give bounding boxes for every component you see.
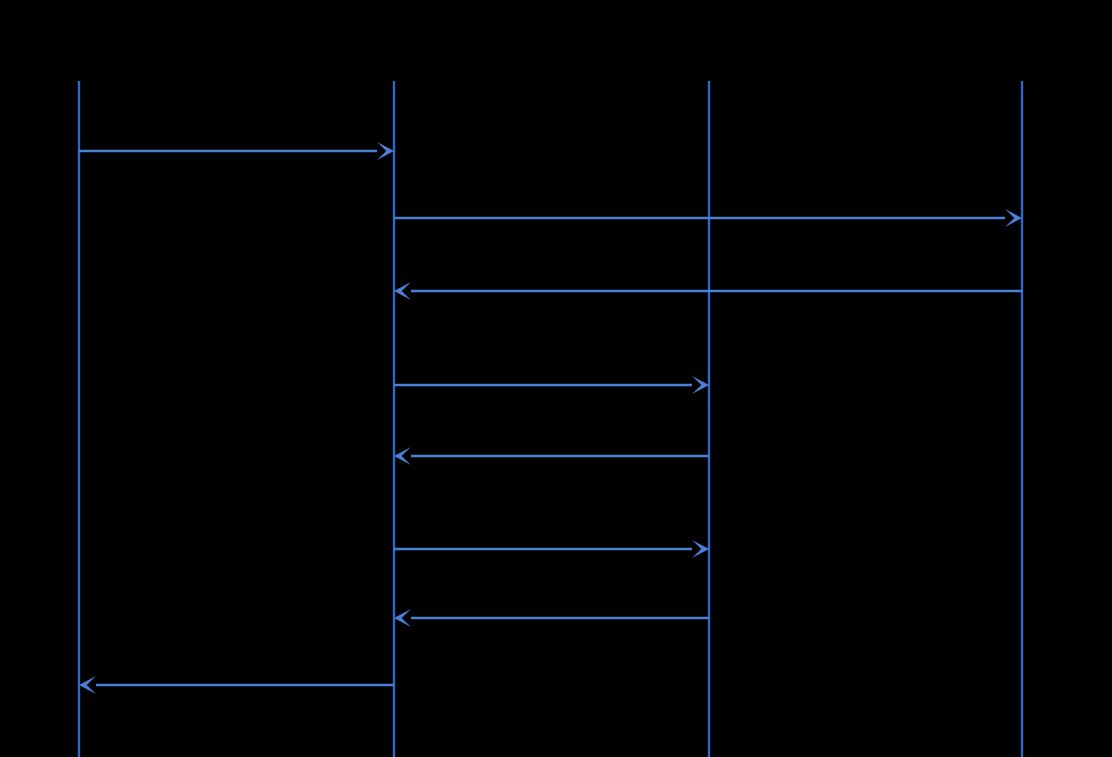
- arrow-head-m6: [692, 540, 709, 558]
- arrow-head-m3: [394, 282, 411, 300]
- arrow-head-m5: [394, 447, 411, 465]
- arrow-head-m8: [79, 676, 96, 694]
- messages-group: [79, 142, 1022, 694]
- arrow-head-m1: [377, 142, 394, 160]
- arrow-head-m2: [1005, 209, 1022, 227]
- lifelines-group: [77, 81, 1024, 757]
- arrow-head-m7: [394, 609, 411, 627]
- arrow-head-m4: [692, 376, 709, 394]
